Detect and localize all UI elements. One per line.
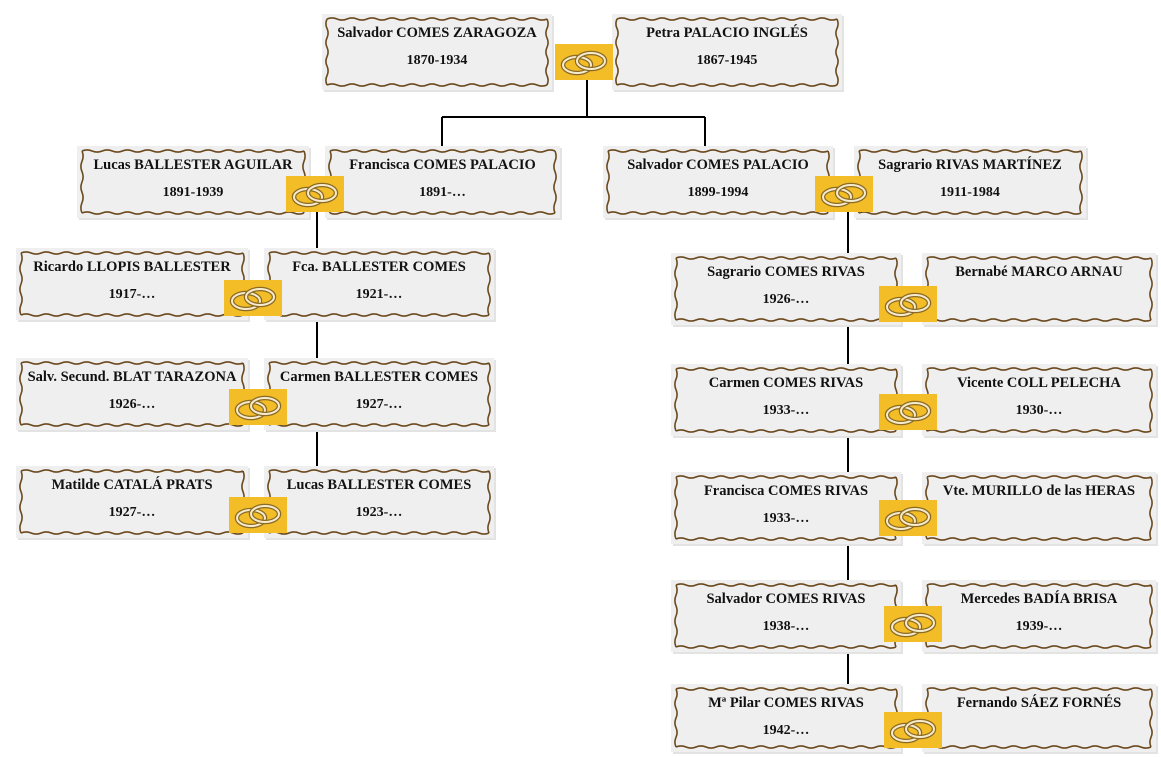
person-card: Sagrario COMES RIVAS 1926-… (671, 253, 901, 325)
person-name: Mercedes BADÍA BRISA (960, 591, 1118, 607)
wedding-rings-icon (286, 176, 344, 212)
person-years: 1938-… (762, 618, 810, 634)
person-card: Salvador COMES ZARAGOZA 1870-1934 (322, 14, 552, 90)
person-card: Francisca COMES PALACIO 1891-… (325, 146, 560, 218)
person-card: Mercedes BADÍA BRISA 1939-… (922, 580, 1156, 652)
person-name: Mª Pilar COMES RIVAS (708, 695, 864, 711)
person-card: Carmen BALLESTER COMES 1927-… (264, 358, 494, 430)
person-name: Ricardo LLOPIS BALLESTER (33, 259, 231, 275)
person-years: 1927-… (108, 504, 156, 520)
person-name: Carmen BALLESTER COMES (279, 369, 479, 385)
person-name: Bernabé MARCO ARNAU (955, 264, 1123, 280)
person-years: 1942-… (762, 722, 810, 738)
person-years: 1870-1934 (406, 52, 468, 68)
person-name: Fernando SÁEZ FORNÉS (956, 695, 1122, 711)
wedding-rings-icon (879, 500, 937, 536)
person-name: Salvador COMES PALACIO (627, 157, 809, 173)
person-card: Fca. BALLESTER COMES 1921-… (264, 248, 494, 320)
person-card: Salv. Secund. BLAT TARAZONA 1926-… (16, 358, 248, 430)
person-years: 1867-1945 (696, 52, 758, 68)
person-years: 1927-… (355, 396, 403, 412)
person-years: 1926-… (108, 396, 156, 412)
wedding-rings-icon (884, 712, 942, 748)
person-years: 1926-… (762, 291, 810, 307)
person-card: Lucas BALLESTER COMES 1923-… (264, 466, 494, 538)
wedding-rings-icon (229, 497, 287, 533)
person-years: 1917-… (108, 286, 156, 302)
person-card: Vte. MURILLO de las HERAS (922, 472, 1156, 544)
person-name: Salvador COMES RIVAS (706, 591, 866, 607)
person-name: Vicente COLL PELECHA (957, 375, 1121, 391)
person-years: 1911-1984 (940, 184, 1000, 200)
person-card: Ricardo LLOPIS BALLESTER 1917-… (16, 248, 248, 320)
person-card: Mª Pilar COMES RIVAS 1942-… (671, 684, 901, 752)
wedding-rings-icon (879, 286, 937, 322)
person-card: Sagrario RIVAS MARTÍNEZ 1911-1984 (854, 146, 1086, 218)
person-name: Lucas BALLESTER AGUILAR (93, 157, 293, 173)
person-card: Lucas BALLESTER AGUILAR 1891-1939 (77, 146, 309, 218)
person-name: Salvador COMES ZARAGOZA (337, 25, 537, 41)
person-card: Salvador COMES RIVAS 1938-… (671, 580, 901, 652)
person-name: Sagrario RIVAS MARTÍNEZ (878, 157, 1062, 173)
person-name: Fca. BALLESTER COMES (292, 259, 466, 275)
wedding-rings-icon (224, 280, 282, 316)
person-name: Lucas BALLESTER COMES (286, 477, 472, 493)
person-name: Petra PALACIO INGLÉS (646, 25, 808, 41)
person-name: Sagrario COMES RIVAS (707, 264, 865, 280)
person-card: Francisca COMES RIVAS 1933-… (671, 472, 901, 544)
person-years: 1930-… (1015, 402, 1063, 418)
person-years: 1899-1994 (687, 184, 749, 200)
wedding-rings-icon (884, 606, 942, 642)
person-name: Francisca COMES RIVAS (703, 483, 869, 499)
person-card: Carmen COMES RIVAS 1933-… (671, 364, 901, 436)
person-name: Matilde CATALÁ PRATS (51, 477, 213, 493)
person-card: Salvador COMES PALACIO 1899-1994 (603, 146, 833, 218)
wedding-rings-icon (815, 176, 873, 212)
person-name: Vte. MURILLO de las HERAS (942, 483, 1136, 499)
person-name: Salv. Secund. BLAT TARAZONA (27, 369, 237, 385)
wedding-rings-icon (879, 394, 937, 430)
person-name: Carmen COMES RIVAS (708, 375, 864, 391)
person-card: Vicente COLL PELECHA 1930-… (922, 364, 1156, 436)
person-name: Francisca COMES PALACIO (349, 157, 536, 173)
person-years: 1891-1939 (162, 184, 224, 200)
wedding-rings-icon (555, 44, 613, 80)
person-card: Fernando SÁEZ FORNÉS (922, 684, 1156, 752)
person-years: 1923-… (355, 504, 403, 520)
person-card: Petra PALACIO INGLÉS 1867-1945 (612, 14, 842, 90)
person-years: 1891-… (419, 184, 466, 200)
person-years: 1933-… (762, 510, 810, 526)
person-card: Bernabé MARCO ARNAU (922, 253, 1156, 325)
person-card: Matilde CATALÁ PRATS 1927-… (16, 466, 248, 538)
person-years: 1921-… (355, 286, 403, 302)
wedding-rings-icon (229, 389, 287, 425)
person-years: 1939-… (1015, 618, 1063, 634)
person-years: 1933-… (762, 402, 810, 418)
